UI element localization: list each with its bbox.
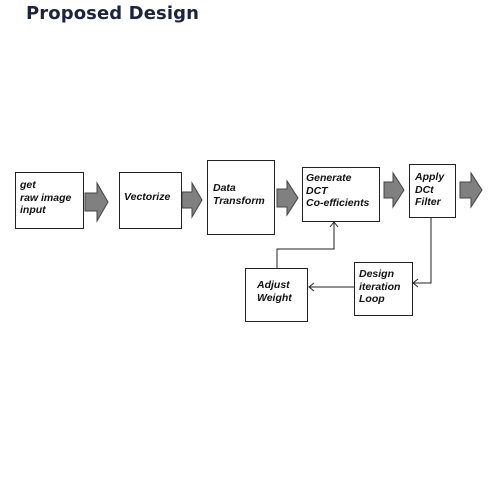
node-apply-filter-label: Apply DCt Filter — [415, 171, 445, 208]
block-arrow-input-to-vectorize — [84, 181, 109, 223]
node-raw-input: get raw image input — [15, 172, 84, 229]
node-vectorize-label: Vectorize — [124, 191, 171, 203]
node-data-transform-label: Data Transform — [213, 182, 265, 207]
node-adjust-weight: Adjust Weight — [245, 268, 308, 322]
arrowhead-loop-to-weight — [308, 282, 315, 292]
node-raw-input-label: get raw image input — [20, 179, 72, 216]
block-arrow-vectorize-to-transform — [181, 181, 203, 219]
node-design-loop-label: Design iteration Loop — [359, 268, 401, 305]
arrowhead-filter-to-loop — [412, 278, 419, 288]
node-generate-dct: Generate DCT Co-efficients — [302, 167, 380, 222]
arrowhead-weight-to-dct — [329, 221, 339, 228]
node-vectorize: Vectorize — [119, 172, 182, 229]
node-adjust-weight-label: Adjust Weight — [257, 279, 292, 304]
connector-weight-to-dct — [276, 222, 335, 268]
node-apply-filter: Apply DCt Filter — [409, 164, 456, 218]
page-title: Proposed Design — [26, 3, 199, 24]
block-arrow-transform-to-dct — [276, 179, 299, 217]
node-generate-dct-label: Generate DCT Co-efficients — [306, 172, 370, 209]
node-data-transform: Data Transform — [207, 160, 275, 235]
node-design-loop: Design iteration Loop — [354, 262, 413, 316]
block-arrow-dct-to-filter — [383, 171, 405, 209]
connector-filter-to-loop — [413, 218, 432, 284]
block-arrow-filter-output — [459, 171, 483, 209]
